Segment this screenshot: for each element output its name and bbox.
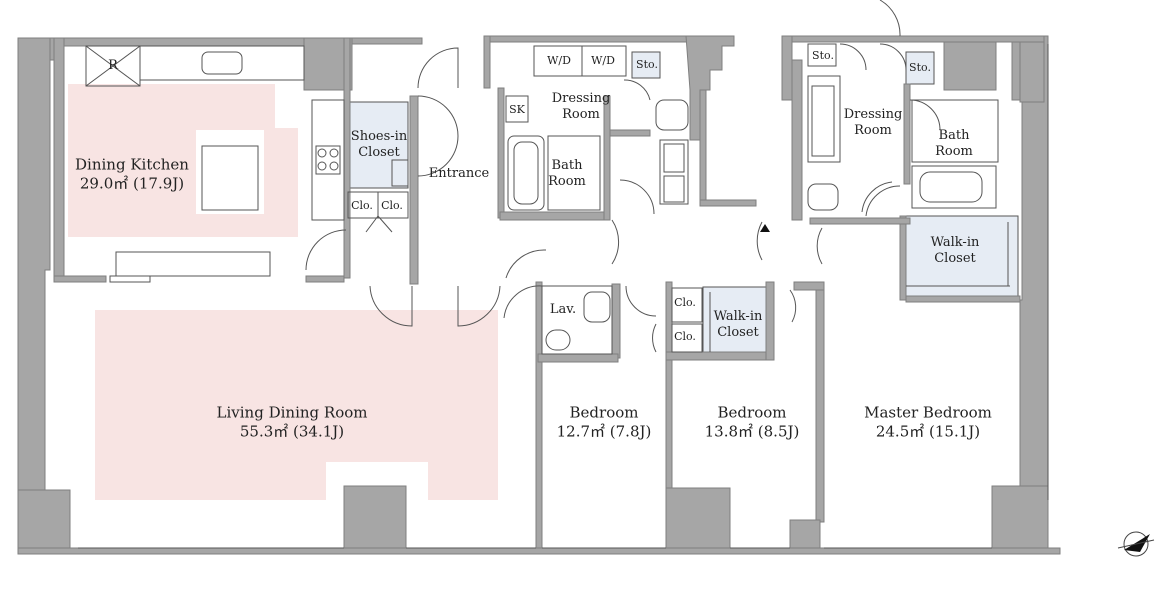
sink-label: SK xyxy=(509,103,525,117)
dining-kitchen-label: Dining Kitchen 29.0㎡ (17.9J) xyxy=(75,155,189,193)
closet-2-label: Clo. xyxy=(381,199,403,213)
bedroom-2-label: Bedroom 13.8㎡ (8.5J) xyxy=(705,403,800,441)
entrance-label: Entrance xyxy=(428,165,490,181)
dressing-1-line2: Room xyxy=(562,107,600,122)
storage-2-label: Sto. xyxy=(812,49,834,63)
storage-1-label: Sto. xyxy=(636,58,658,72)
master-bedroom-name: Master Bedroom xyxy=(864,403,992,422)
closet-1-label: Clo. xyxy=(351,199,373,213)
bath-2-line1: Bath xyxy=(938,127,970,143)
sto-1-fill xyxy=(631,51,661,79)
sto-3-fill xyxy=(905,51,935,85)
bath-1-line1: Bath xyxy=(551,157,583,173)
closet-3-label: Clo. xyxy=(674,296,696,310)
shoes-closet-label: Shoes-in Closet xyxy=(351,129,407,162)
fixtures-lines xyxy=(78,0,1049,549)
walkin-master-line1: Walk-in xyxy=(930,234,980,250)
dressing-2-line1: Dressing xyxy=(843,106,903,122)
lavatory-label: Lav. xyxy=(549,301,577,317)
triangle-marker-icon xyxy=(760,224,770,232)
shoes-closet-line2: Closet xyxy=(358,145,400,160)
shoes-closet-line1: Shoes-in xyxy=(350,128,408,144)
dining-kitchen-area: 29.0㎡ (17.9J) xyxy=(79,174,185,192)
walls xyxy=(17,35,1061,555)
wd-2-label: W/D xyxy=(591,54,615,68)
bedroom-1-area: 12.7㎡ (7.8J) xyxy=(556,422,652,440)
refrigerator-label: R xyxy=(108,57,118,73)
kitchen-island xyxy=(196,130,264,214)
walkin-closet-bed2-label: Walk-in Closet xyxy=(714,309,763,342)
walkin-closet-master-label: Walk-in Closet xyxy=(931,235,980,268)
walkin-bed2-line2: Closet xyxy=(717,325,759,340)
dressing-room-1-label: Dressing Room xyxy=(552,91,611,124)
master-bedroom-label: Master Bedroom 24.5㎡ (15.1J) xyxy=(864,403,992,441)
bedroom-2-name: Bedroom xyxy=(717,403,787,422)
dressing-1-line1: Dressing xyxy=(551,90,611,106)
kitchen-island-top xyxy=(201,145,259,211)
bath-1-line2: Room xyxy=(548,174,586,189)
bath-room-2-label: Bath Room xyxy=(935,128,973,161)
living-dining-area: 55.3㎡ (34.1J) xyxy=(239,422,345,440)
dressing-2-line2: Room xyxy=(854,123,892,138)
shoes-closet-fill xyxy=(349,101,409,189)
bedroom-2-area: 13.8㎡ (8.5J) xyxy=(704,422,800,440)
living-dining-name: Living Dining Room xyxy=(216,403,368,422)
living-room-highlight xyxy=(95,310,498,500)
bedroom-1-label: Bedroom 12.7㎡ (7.8J) xyxy=(557,403,652,441)
walkin-master-fill xyxy=(905,215,1019,297)
walkin-master-line2: Closet xyxy=(934,251,976,266)
bath-2-line2: Room xyxy=(935,144,973,159)
dressing-room-2-label: Dressing Room xyxy=(844,107,903,140)
living-dining-label: Living Dining Room 55.3㎡ (34.1J) xyxy=(217,403,368,441)
walkin-bed2-fill xyxy=(702,286,768,358)
compass-north-icon xyxy=(1117,531,1155,557)
walkin-bed2-line1: Walk-in xyxy=(713,308,763,324)
dining-kitchen-name: Dining Kitchen xyxy=(75,155,189,174)
bath-room-1-label: Bath Room xyxy=(548,158,586,191)
bedroom-1-name: Bedroom xyxy=(569,403,639,422)
closet-4-label: Clo. xyxy=(674,330,696,344)
storage-3-label: Sto. xyxy=(909,61,931,75)
wd-1-label: W/D xyxy=(547,54,571,68)
master-bedroom-area: 24.5㎡ (15.1J) xyxy=(875,422,981,440)
